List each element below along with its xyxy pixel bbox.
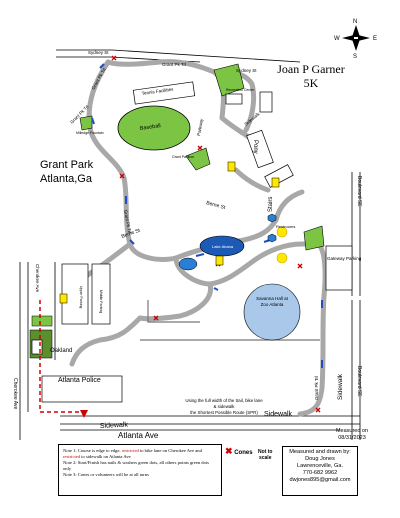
title-line-2: 5K: [303, 76, 319, 90]
label-lake-abana: Lake Abana: [212, 244, 234, 249]
label-grant-pk-trl-left: Grant Pk Trl: [91, 67, 107, 90]
measured-line-1: Measured on: [335, 428, 369, 434]
label-sydney-top: Sydney St: [88, 50, 109, 55]
credit-box: Measured and drawn by: Doug Jones Lawren…: [282, 446, 358, 496]
compass-e: E: [373, 36, 377, 42]
label-sidewalk-bottom-right: Sidewalk: [264, 411, 293, 418]
label-atlanta-police: Atlanta Police: [58, 377, 101, 384]
label-pony: Pony: [252, 140, 258, 154]
park-label: Grant Park Atlanta,Ga: [40, 158, 93, 186]
label-cherokee-ave-lower: Cherokee Ave: [12, 378, 18, 410]
trail-note-line-1: Using the full width of the trail, bike …: [185, 398, 263, 403]
park-label-line-2: Atlanta,Ga: [40, 173, 92, 185]
green-area-1: [213, 63, 245, 97]
scale-line-2: scale: [258, 455, 272, 461]
blue-hexagons: [267, 213, 277, 243]
savanna-hall-shape: [243, 283, 301, 341]
title-line-1: Joan P Garner: [277, 62, 345, 76]
cones-key: ✖ Cones: [225, 446, 253, 457]
label-gateway: Gateway Parking: [327, 256, 362, 261]
note-1-c: to bike lane on Cherokee Ave and: [139, 448, 202, 453]
cone-icon: ✖: [225, 446, 233, 456]
label-boulevard-upper: Boulevard SE: [356, 176, 362, 207]
map-title: Joan P Garner 5K: [256, 62, 366, 90]
label-grant-pavilion: Grant Pavilion: [172, 155, 194, 159]
label-sydney-east: Sydney St: [236, 68, 257, 73]
savanna-label: Savanna Hall at Zoo Atlanta: [256, 296, 288, 307]
label-parkway: Parkway: [196, 118, 204, 137]
start-marker: [80, 410, 88, 418]
label-boulevard-lower: Boulevard SE: [356, 366, 362, 397]
label-sidewalk-bottom-left: Sidewalk: [100, 422, 129, 430]
green-area-5: [31, 315, 53, 327]
yellow-markers: [59, 161, 280, 304]
measured-date: Measured on 08/31/2023: [322, 428, 382, 441]
credit-line-1: Measured and drawn by:: [289, 449, 351, 455]
trail-note-line-3: the Shortest Possible Route (SPR): [190, 410, 258, 415]
green-area-4: [79, 115, 93, 131]
label-milledge: Milledge Fountain: [76, 131, 104, 135]
trail-note: Using the full width of the trail, bike …: [176, 398, 272, 416]
route-markers: [91, 63, 323, 368]
boulevard-road: [351, 172, 361, 440]
compass-n: N: [353, 19, 357, 25]
credit-line-5: dwjones895@gmail.com: [289, 477, 351, 483]
credit-line-4: 770-682 9962: [302, 470, 338, 476]
pond: [178, 257, 198, 271]
baseball-field: [117, 105, 191, 151]
scale-line-1: Not to: [258, 449, 273, 455]
label-upper-parking: Upper Parking: [79, 286, 83, 308]
note-1-a: Note 1: Course is edge to edge,: [63, 448, 121, 453]
credit-line-3: Lawrenceville, Ga.: [296, 463, 343, 469]
label-grant-pk-trl-mid: Grant Pk Trl: [123, 209, 132, 234]
zoo-boundary: [140, 300, 320, 341]
notes-box: Note 1: Course is edge to edge, restrict…: [58, 444, 222, 496]
label-grant-pk-trl-top: Grant Pk Trl: [162, 62, 186, 67]
label-sidewalk-right: Sidewalk: [337, 373, 344, 400]
compass-rose: [342, 25, 370, 51]
label-grant-pk-trl-south: Grant Pk Trl: [314, 376, 319, 400]
label-restrooms: Restrooms: [276, 224, 295, 229]
atlanta-ave-road: [60, 415, 360, 431]
cherokee-ave-road: [19, 262, 56, 440]
measured-line-2: 08/31/2023: [338, 434, 366, 441]
label-oakland: Oakland: [50, 348, 72, 354]
label-middle-parking: Middle Parking: [99, 290, 103, 313]
label-cherokee-ave: Cherokee Ave: [35, 264, 40, 293]
note-2: Note 2: Start/Finish has nails & washers…: [63, 460, 209, 471]
compass-w: W: [334, 36, 340, 42]
label-tennis: Tennis Facilities: [141, 87, 174, 96]
note-1-restricted-b: restricted: [63, 454, 81, 459]
label-berne-st-right: Berne St: [205, 200, 226, 211]
credit-line-2: Doug Jones: [305, 456, 335, 462]
note-1: Note 1: Course is edge to edge, restrict…: [63, 448, 217, 460]
compass-s: S: [353, 54, 357, 60]
trail-note-line-2: & sidewalk: [213, 404, 235, 409]
park-label-line-1: Grant Park: [40, 159, 94, 171]
start-line: [39, 300, 84, 413]
green-area-2: [185, 147, 211, 171]
note-1-e: to sidewalk on Atlanta Ave: [81, 454, 131, 459]
cones-label: Cones: [234, 450, 253, 456]
scale-note: Not to scale: [258, 449, 272, 461]
note-3: Note 3: Cones or volunteers will be at a…: [63, 472, 149, 477]
label-stairs: Stairs: [268, 197, 274, 212]
label-baseball: Baseball: [139, 123, 161, 132]
label-atlanta-ave: Atlanta Ave: [118, 431, 159, 440]
green-area-3: [303, 225, 325, 251]
park-trail: [65, 59, 328, 417]
sun-markers: [276, 226, 288, 264]
note-1-restricted-a: restricted: [121, 448, 139, 453]
label-recreation: Recreation Center: [226, 88, 255, 92]
